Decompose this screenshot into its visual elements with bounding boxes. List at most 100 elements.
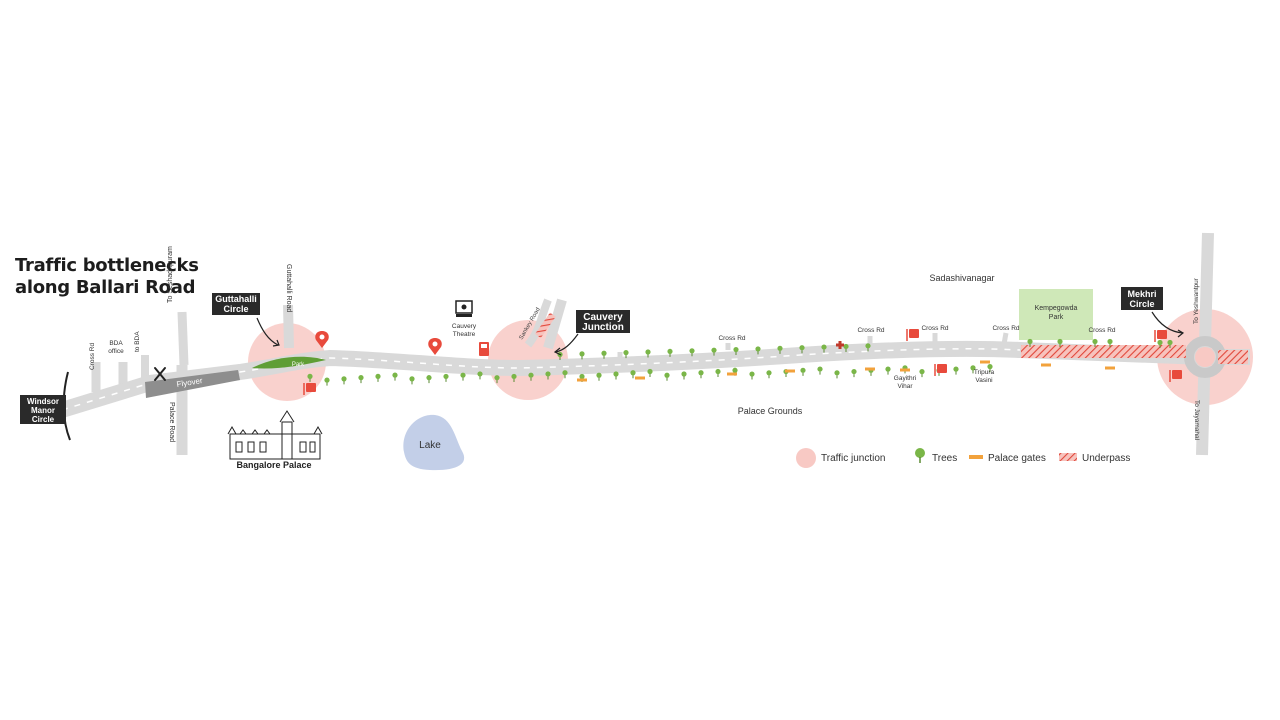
tree-icon (545, 371, 551, 380)
tree-icon (733, 346, 739, 356)
title-line-2: along Ballari Road (15, 277, 196, 298)
cross-rd-label-1: Cross Rd (89, 343, 96, 370)
seshadripuram-label: To Seshadripuram (167, 246, 174, 303)
jayamahal-label: To Jayamahal (1193, 400, 1200, 441)
tree-icon (1107, 338, 1113, 347)
kempegowda-line-2: Park (1049, 314, 1064, 321)
kempegowda-park (1019, 289, 1093, 340)
tree-icon (511, 373, 517, 382)
cauvery-line-1: Cauvery (583, 312, 623, 323)
trees-group (307, 338, 1173, 386)
bus-stop-icon (1169, 370, 1182, 382)
windsor-line-2: Manor (31, 406, 55, 415)
flyover-label: Flyover (176, 376, 204, 389)
tree-icon (970, 365, 976, 374)
to-bda-label: to BDA (134, 331, 141, 352)
palace-gate (727, 372, 737, 376)
tree-icon (843, 343, 849, 352)
tree-icon (799, 345, 805, 354)
lake (403, 414, 465, 471)
legend-junction-swatch (796, 448, 816, 468)
tree-icon (817, 366, 823, 375)
tree-icon (596, 372, 602, 381)
cauvery-line-2: Junction (582, 322, 624, 333)
legend: Traffic junction Trees Palace gates Unde… (796, 448, 1130, 468)
tree-icon (443, 373, 449, 382)
palace-gate (1041, 363, 1051, 367)
tree-icon (1027, 338, 1033, 347)
tree-icon (460, 372, 466, 381)
guttahalli-arrowhead (272, 339, 280, 347)
palace-gate (865, 367, 875, 371)
legend-underpass-label: Underpass (1082, 453, 1130, 464)
tree-icon (630, 370, 636, 379)
tree-icon (667, 348, 673, 357)
palace-road-label: Palace Road (168, 402, 175, 442)
tree-icon (1057, 338, 1063, 347)
kempegowda-line-1: Kempegowda (1035, 305, 1078, 312)
tree-icon (681, 371, 687, 380)
tree-icon (749, 371, 755, 380)
cauvery-arrow (555, 333, 579, 353)
tree-icon (800, 367, 806, 376)
tree-icon (601, 350, 607, 359)
location-pin-icon (315, 331, 329, 348)
windsor-line-1: Windsor (27, 397, 59, 406)
mekhri-label: Mekhri Circle (1121, 287, 1163, 310)
lake-label: Lake (419, 440, 441, 451)
yeshwantpur-label: To Yeshwantpur (1193, 277, 1200, 324)
tree-icon (865, 343, 871, 352)
bus-stop-icon (303, 383, 316, 395)
park-label: Park (292, 362, 305, 368)
theatre-icon (455, 300, 473, 317)
tree-icon (562, 370, 568, 379)
tripura-vasini-line-2: Vasini (975, 377, 992, 384)
tree-icon (307, 373, 313, 382)
tree-icon (477, 371, 483, 380)
mekhri-roundabout (1184, 336, 1226, 378)
tree-icon (324, 377, 330, 386)
guttahalli-line-1: Guttahalli (215, 294, 257, 304)
windsor-label: Windsor Manor Circle (20, 395, 66, 424)
tripura-vasini-line-1: Tripura (974, 369, 995, 376)
tree-icon (613, 371, 619, 380)
palace-gate (980, 360, 990, 364)
cross-rd-label-5: Cross Rd (992, 325, 1019, 332)
road-centerline (61, 348, 1021, 411)
legend-gates-label: Palace gates (988, 453, 1046, 464)
tree-icon (953, 366, 959, 375)
map-title: Traffic bottlenecks along Ballari Road (15, 255, 215, 299)
cross-rd-label-6: Cross Rd (1088, 327, 1115, 334)
bus-stop-icon (934, 364, 947, 376)
palace-gate (785, 369, 795, 373)
gates-group (577, 360, 1115, 382)
guttahalli-park (252, 356, 326, 369)
bangalore-palace-label: Bangalore Palace (236, 460, 311, 470)
tree-icon (689, 348, 695, 357)
hospital-cross-icon (836, 341, 844, 349)
fork-knife-icon (154, 367, 166, 381)
title-line-1: Traffic bottlenecks (15, 255, 199, 276)
tree-icon (579, 351, 585, 360)
tree-icon (755, 346, 761, 355)
tree-icon (698, 370, 704, 379)
tree-icon (919, 369, 925, 378)
tree-icon (777, 345, 783, 354)
tree-icon (341, 376, 347, 385)
tree-icon (885, 366, 891, 375)
tree-icon (494, 375, 500, 384)
underpass-sankey (535, 312, 556, 338)
cauvery-label: Cauvery Junction (576, 310, 630, 333)
tree-icon (645, 349, 651, 358)
cauvery-theatre-line-2: Theatre (453, 331, 476, 338)
mekhri-arrow (1151, 311, 1184, 334)
tree-icon (409, 376, 415, 385)
sadashivanagar-label: Sadashivanagar (929, 273, 994, 283)
gayithri-vihar-line-1: Gayithri (894, 375, 916, 382)
cross-rd-label-4: Cross Rd (921, 325, 948, 332)
tree-icon (711, 347, 717, 356)
mekhri-arrowhead (1177, 329, 1185, 338)
location-pin-icon (428, 338, 442, 355)
tree-icon (647, 368, 653, 377)
